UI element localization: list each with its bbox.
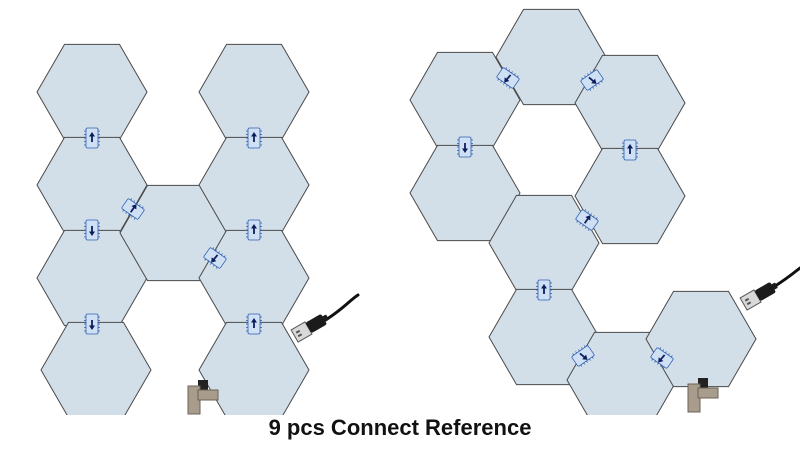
connector-bridge	[571, 345, 595, 367]
direction-arrow-icon	[579, 352, 588, 360]
direction-arrow-icon	[251, 224, 257, 234]
direction-arrow-icon	[89, 320, 95, 330]
connector-bridge	[622, 139, 638, 161]
connector-bridge	[203, 247, 227, 269]
direction-arrow-icon	[588, 76, 597, 84]
power-block-icon	[687, 378, 719, 413]
connector-bridge	[121, 198, 145, 220]
direction-arrow-icon	[211, 254, 219, 263]
usb-plugs	[290, 282, 778, 343]
connector-bridge	[84, 219, 100, 241]
direction-arrow-icon	[129, 204, 137, 213]
connector-bridge	[536, 279, 552, 301]
connector-bridge	[496, 67, 520, 89]
direction-arrow-icon	[89, 132, 95, 142]
connectors	[84, 67, 674, 369]
left-hex-panel	[198, 321, 310, 415]
hexagon-panels	[36, 8, 757, 415]
connector-bridge	[84, 127, 100, 149]
left-hex-panel	[36, 43, 148, 141]
direction-arrow-icon	[462, 143, 468, 153]
direction-arrow-icon	[658, 354, 666, 363]
usb-plug-icon	[290, 314, 329, 343]
power-blocks	[187, 378, 719, 415]
direction-arrow-icon	[627, 144, 633, 154]
direction-arrow-icon	[541, 284, 547, 294]
direction-arrow-icon	[251, 318, 257, 328]
connector-bridge	[84, 313, 100, 335]
power-block-icon	[187, 380, 219, 415]
direction-arrow-icon	[251, 132, 257, 142]
right-hex-panel	[574, 147, 686, 245]
left-hex-panel	[40, 321, 152, 415]
connector-bridge	[246, 313, 262, 335]
right-hex-panel	[645, 290, 757, 388]
connector-bridge	[246, 127, 262, 149]
connection-diagram	[36, 8, 800, 415]
connector-bridge	[650, 347, 674, 369]
connector-bridge	[575, 209, 599, 231]
direction-arrow-icon	[583, 215, 591, 224]
connector-bridge	[580, 69, 604, 91]
connector-bridge	[246, 219, 262, 241]
connector-bridge	[457, 136, 473, 158]
diagram-caption: 9 pcs Connect Reference	[268, 415, 532, 440]
direction-arrow-icon	[504, 74, 512, 83]
usb-plug-icon	[739, 282, 778, 311]
left-hex-panel	[198, 43, 310, 141]
direction-arrow-icon	[89, 226, 95, 236]
